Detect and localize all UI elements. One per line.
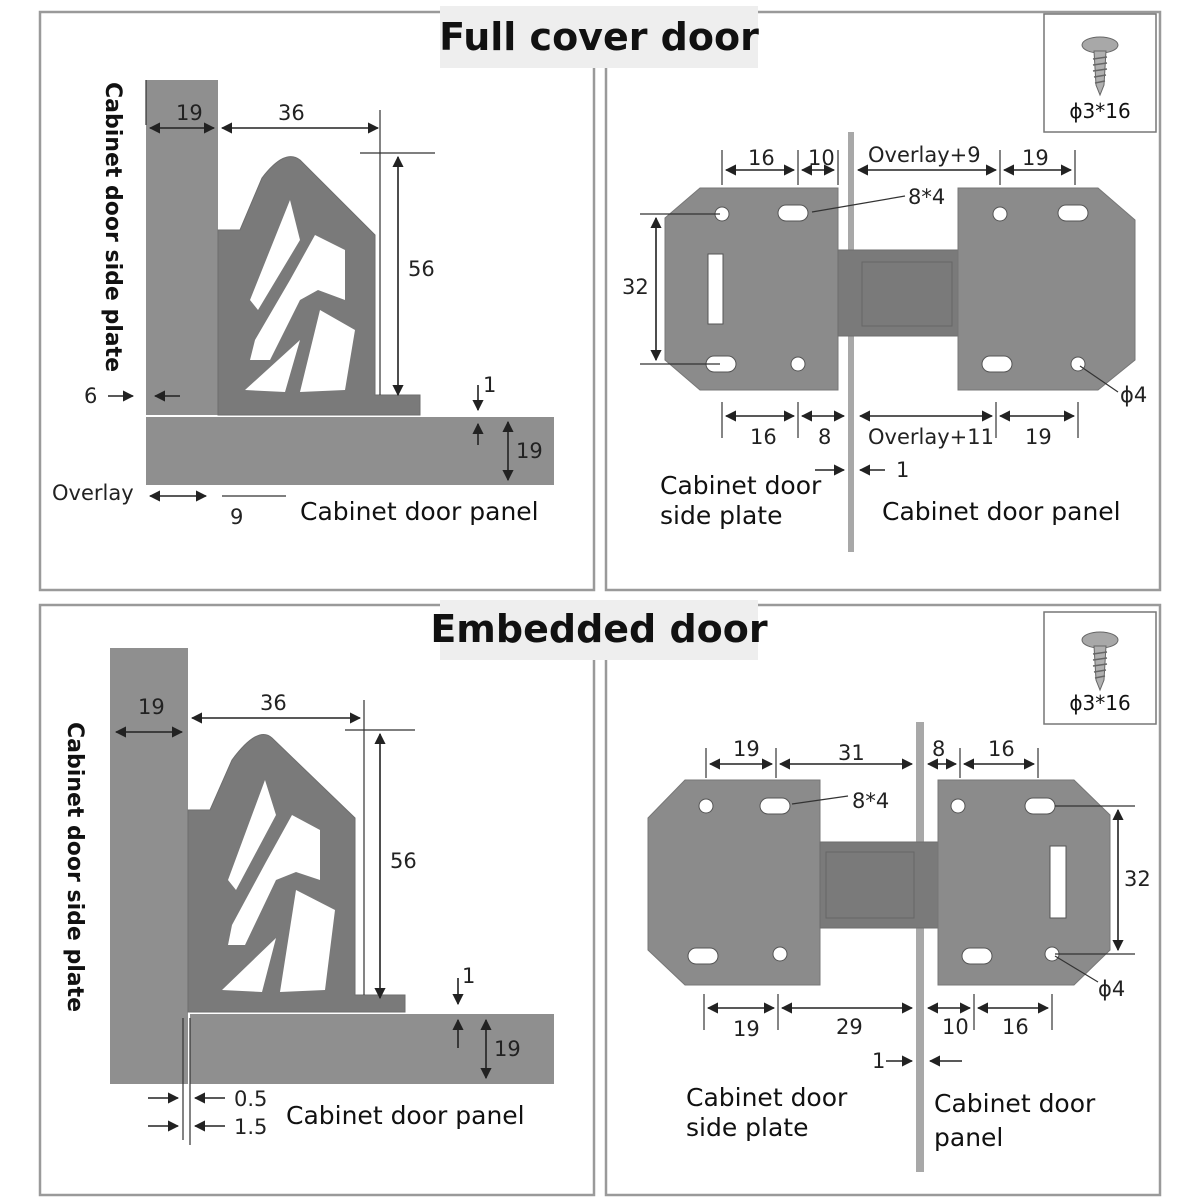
dim-19-thickness-emb: 19 xyxy=(494,1037,521,1061)
gap-1-full: 1 xyxy=(896,458,909,482)
embedded-plan-view: ϕ3*16 19 31 8 16 8*4 xyxy=(647,611,1157,1172)
label-side-plate-1-full: Cabinet door xyxy=(660,471,822,500)
slot-vertical-full xyxy=(707,253,724,325)
dim-1-emb: 1 xyxy=(462,964,475,988)
label-door-panel-full: Cabinet door panel xyxy=(300,497,539,526)
dim-32-emb: 32 xyxy=(1124,867,1151,891)
side-plate-block-emb xyxy=(110,648,188,1084)
dim-bot-8-full: 8 xyxy=(818,425,831,449)
dim-32-full: 32 xyxy=(622,275,649,299)
barrel-emb xyxy=(819,841,939,929)
slot-size-full: 8*4 xyxy=(908,185,945,209)
right-plate-full xyxy=(957,187,1136,391)
label-door-panel-emb: Cabinet door panel xyxy=(286,1101,525,1130)
screw-icon xyxy=(1081,36,1119,97)
hole-size-full: ϕ4 xyxy=(1120,383,1147,407)
label-door-panel-2-emb: panel xyxy=(934,1123,1003,1152)
dim-bot-16-emb: 16 xyxy=(1002,1015,1029,1039)
full-plan-view: ϕ3*16 16 10 Overlay+9 19 8*4 xyxy=(622,13,1157,552)
dim-top-10-full: 10 xyxy=(808,146,835,170)
left-plate-emb xyxy=(647,779,821,986)
dim-1: 1 xyxy=(483,373,496,397)
screw-label-full: ϕ3*16 xyxy=(1069,99,1130,123)
dim-top-8-emb: 8 xyxy=(932,737,945,761)
title-full-cover: Full cover door xyxy=(439,15,759,59)
screw-label-emb: ϕ3*16 xyxy=(1069,691,1130,715)
barrel-full xyxy=(837,249,959,337)
dim-bot-10-emb: 10 xyxy=(942,1015,969,1039)
label-side-plate-emb: Cabinet door side plate xyxy=(62,722,87,1012)
embedded-side-view: 19 36 56 1 19 0.5 1.5 Cabinet door panel… xyxy=(62,648,554,1145)
dim-top-16-full: 16 xyxy=(748,146,775,170)
dim-top-19-full: 19 xyxy=(1022,146,1049,170)
divider-full xyxy=(848,132,854,552)
divider-emb xyxy=(916,722,924,1172)
screw-icon-emb xyxy=(1081,631,1119,692)
label-door-panel-plan-full: Cabinet door panel xyxy=(882,497,1121,526)
dim-bot-overlay11-full: Overlay+11 xyxy=(868,425,994,449)
door-panel-block xyxy=(146,417,554,485)
dim-19-top-emb: 19 xyxy=(138,695,165,719)
dim-19-top: 19 xyxy=(176,101,203,125)
label-side-plate-full: Cabinet door side plate xyxy=(100,82,125,372)
gap-1-emb: 1 xyxy=(872,1049,885,1073)
title-bg-full xyxy=(440,6,758,68)
dim-top-31-emb: 31 xyxy=(838,741,865,765)
title-bg-embedded xyxy=(440,600,758,660)
dim-bot-19-emb: 19 xyxy=(733,1017,760,1041)
dim-bot-29-emb: 29 xyxy=(836,1015,863,1039)
label-side-plate-2-full: side plate xyxy=(660,501,783,530)
overlay-label: Overlay xyxy=(52,481,134,505)
dim-bot-16-full: 16 xyxy=(750,425,777,449)
dim-56: 56 xyxy=(408,257,435,281)
dim-36-top-emb: 36 xyxy=(260,691,287,715)
label-door-panel-1-emb: Cabinet door xyxy=(934,1089,1096,1118)
dim-0-5: 0.5 xyxy=(234,1087,267,1111)
dim-top-overlay9-full: Overlay+9 xyxy=(868,143,981,167)
hole-size-emb: ϕ4 xyxy=(1098,977,1125,1001)
left-plate-full xyxy=(664,187,839,391)
slot-size-emb: 8*4 xyxy=(852,789,889,813)
dim-6: 6 xyxy=(84,384,97,408)
side-plate-block xyxy=(146,80,218,415)
door-panel-block-emb xyxy=(190,1014,554,1084)
dim-56-emb: 56 xyxy=(390,849,417,873)
dim-top-16-emb: 16 xyxy=(988,737,1015,761)
slot-vertical-emb xyxy=(1049,845,1067,919)
dim-1-5: 1.5 xyxy=(234,1115,267,1139)
full-side-view: 19 36 56 6 1 19 Overlay 9 Cabinet door p… xyxy=(52,80,554,529)
title-embedded: Embedded door xyxy=(430,607,768,651)
label-side-plate-2-emb: side plate xyxy=(686,1113,809,1142)
right-plate-emb xyxy=(937,779,1111,986)
dim-19-thickness: 19 xyxy=(516,439,543,463)
dim-bot-19-full: 19 xyxy=(1025,425,1052,449)
dim-top-19-emb: 19 xyxy=(733,737,760,761)
label-side-plate-1-emb: Cabinet door xyxy=(686,1083,848,1112)
dim-9: 9 xyxy=(230,505,243,529)
dim-36-top: 36 xyxy=(278,101,305,125)
